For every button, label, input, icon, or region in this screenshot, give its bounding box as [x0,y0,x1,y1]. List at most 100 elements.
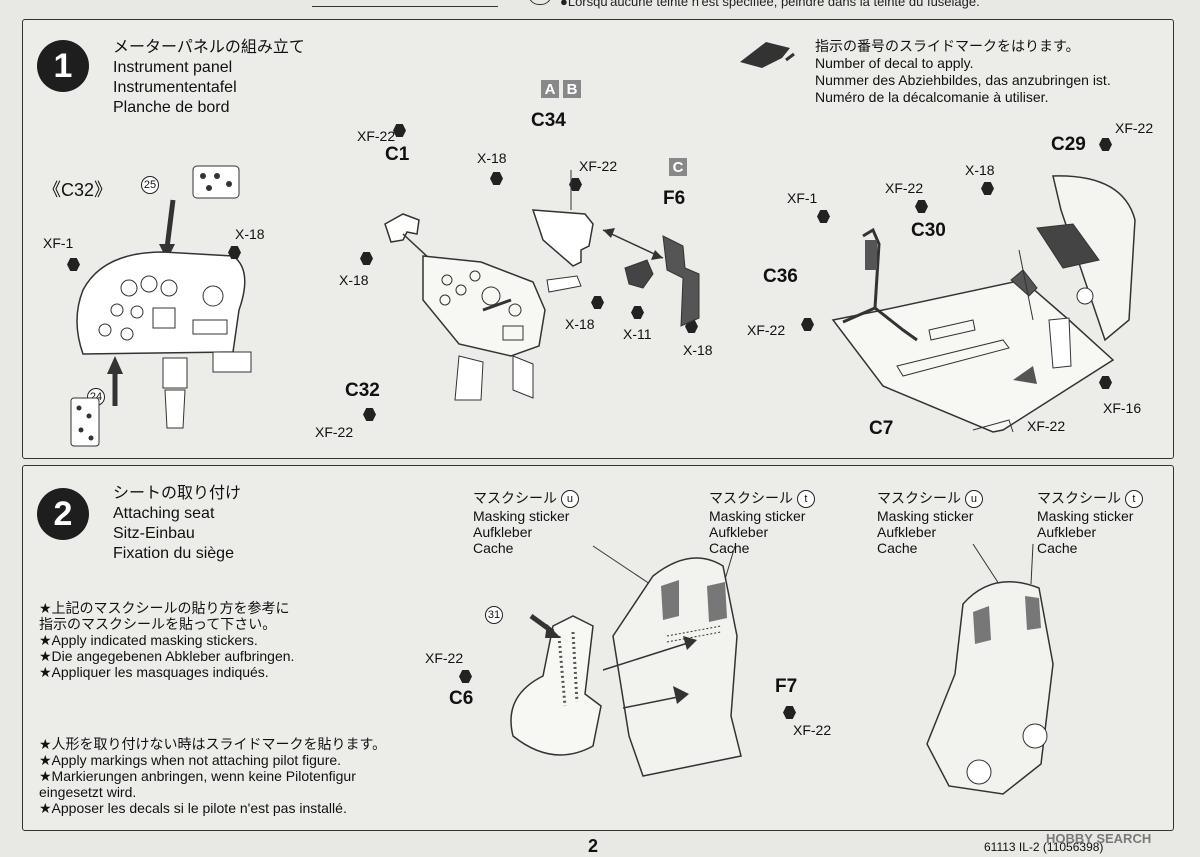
mask-jp: マスクシール [1037,490,1121,506]
page-number: 2 [588,836,599,856]
step-1-number: 1 [37,40,89,92]
part-c1: C1 [385,144,410,165]
part-c30: C30 [911,220,946,241]
paint-hex-icon [393,124,406,137]
paint-hex-icon [631,306,644,319]
paint-hex-icon [915,200,928,213]
paint-xf22-label-c29: XF-22 [1115,120,1154,136]
paint-hex-icon [981,182,994,195]
mask-u-badge: u [964,490,983,509]
mask-en: Masking sticker [709,508,806,525]
decal-slide-icon [740,42,795,68]
paint-x18-label-e: X-18 [683,342,713,358]
mask-fr: Cache [473,540,514,557]
mask-t-badge: t [1124,490,1143,509]
decal-31-badge: 31 [485,606,503,624]
decal-note-jp: 指示の番号のスライドマークをはります。 [815,38,1080,54]
part-f7: F7 [775,676,798,697]
note-line: ★Die angegebenen Abkleber aufbringen. [39,648,295,664]
part-c6: C6 [449,688,474,709]
paint-hex-icon [490,172,503,185]
paint-xf22-label-f7: XF-22 [793,722,832,738]
mask-de: Aufkleber [709,524,769,541]
paint-xf22-label-c1: XF-22 [357,128,396,144]
step-2-number: 2 [37,488,89,540]
paint-xf22-label-c7: XF-22 [1027,418,1066,434]
paint-xf22-label-f: XF-22 [747,322,786,338]
step-1-panel: 1 メーターパネルの組み立て Instrument panel Instrume… [22,19,1174,459]
paint-xf22-label-c6: XF-22 [425,650,464,666]
mask-de: Aufkleber [877,524,937,541]
paint-hex-icon [801,318,814,331]
instrument-panel-assembly-drawing [384,170,700,401]
paint-hex-icon [459,670,472,683]
note-line: ★Apposer les decals si le pilote n'est p… [39,800,347,816]
paint-xf1-label-b: XF-1 [787,190,818,206]
mask-de: Aufkleber [1037,524,1097,541]
instrument-panel-inset-drawing [70,165,252,447]
decal-note: 指示の番号のスライドマークをはります。 Number of decal to a… [815,38,1111,106]
paint-hex-icon [591,296,604,309]
part-c34: C34 [531,110,566,131]
paint-hex-icon [817,210,830,223]
note-line: ★上記のマスクシールの貼り方を参考に [39,600,290,616]
paint-hex-icon [228,246,241,259]
paint-disc-icon [528,0,552,5]
paint-hex-icon [1099,138,1112,151]
decal-note-fr: Numéro de la décalcomanie à utiliser. [815,89,1049,105]
mask-jp: マスクシール [473,490,557,506]
note-line: 指示のマスクシールを貼って下さい。 [39,616,277,632]
step-1-title-en: Instrument panel [113,59,233,76]
paint-hex-icon [363,408,376,421]
paint-hex-icon [569,178,582,191]
note-line: ★人形を取り付けない時はスライドマークを貼ります。 [39,736,387,752]
mask-u-badge: u [560,490,579,509]
mask-de: Aufkleber [473,524,533,541]
step-1-title: メーターパネルの組み立て Instrument panel Instrument… [113,38,305,118]
mask-fr: Cache [877,540,918,557]
hobby-search-watermark: HOBBY SEARCH [1046,831,1152,846]
paint-x18-label-c: X-18 [477,150,507,166]
version-box-a: A [541,80,559,98]
step-1-title-jp: メーターパネルの組み立て [113,39,305,56]
mask-t-badge: t [796,490,815,509]
top-note: ●Lorsqu'aucune teinte n'est spécifiée, p… [560,0,980,9]
mask-callout-u-2: マスクシール u Masking sticker Aufkleber Cache [877,490,983,556]
notes-masking: ★上記のマスクシールの貼り方を参考に 指示のマスクシールを貼って下さい。 ★Ap… [39,600,294,680]
part-c29: C29 [1051,134,1086,155]
seat-back-view-drawing [926,543,1054,795]
paint-x18-label-d: X-18 [565,316,595,332]
top-rule [312,0,498,7]
paint-xf16-label: XF-16 [1103,400,1142,416]
mask-fr: Cache [709,540,750,557]
step-2-panel: 2 シートの取り付け Attaching seat Sitz-Einbau Fi… [22,465,1174,831]
paint-hex-icon [783,706,796,719]
top-strip: ●Lorsqu'aucune teinte n'est spécifiée, p… [0,0,1200,14]
cockpit-floor-assembly-drawing [831,175,1136,433]
step-2-title-fr: Fixation du siège [113,545,234,562]
note-line: ★Markierungen anbringen, wenn keine Pilo… [39,768,356,784]
mask-en: Masking sticker [1037,508,1134,525]
paint-xf1-label-a: XF-1 [43,235,74,251]
step-2-title-jp: シートの取り付け [113,485,242,502]
paint-xf22-label-c34: XF-22 [579,158,618,174]
mask-en: Masking sticker [877,508,974,525]
inset-label: 《C32》 [43,180,113,200]
paint-x18-label-b: X-18 [339,272,369,288]
note-line: ★Apply indicated masking stickers. [39,632,258,648]
part-c32: C32 [345,380,380,401]
decal-note-en: Number of decal to apply. [815,55,974,71]
step-1-title-de: Instrumententafel [113,79,237,96]
paint-xf22-label-c32: XF-22 [315,424,354,440]
paint-xf22-label-e: XF-22 [885,180,924,196]
paint-x11-label: X-11 [623,326,652,342]
note-line: eingesetzt wird. [39,784,137,800]
part-c36: C36 [763,266,798,287]
step-2-title: シートの取り付け Attaching seat Sitz-Einbau Fixa… [113,484,241,564]
note-line: ★Appliquer les masquages indiqués. [39,664,269,680]
part-c7: C7 [869,418,894,439]
mask-callout-t-2: マスクシール t Masking sticker Aufkleber Cache [1037,490,1143,556]
mask-callout-u-1: マスクシール u Masking sticker Aufkleber Cache [473,490,579,556]
version-box-c: C [669,158,687,176]
step-1-title-fr: Planche de bord [113,99,230,116]
